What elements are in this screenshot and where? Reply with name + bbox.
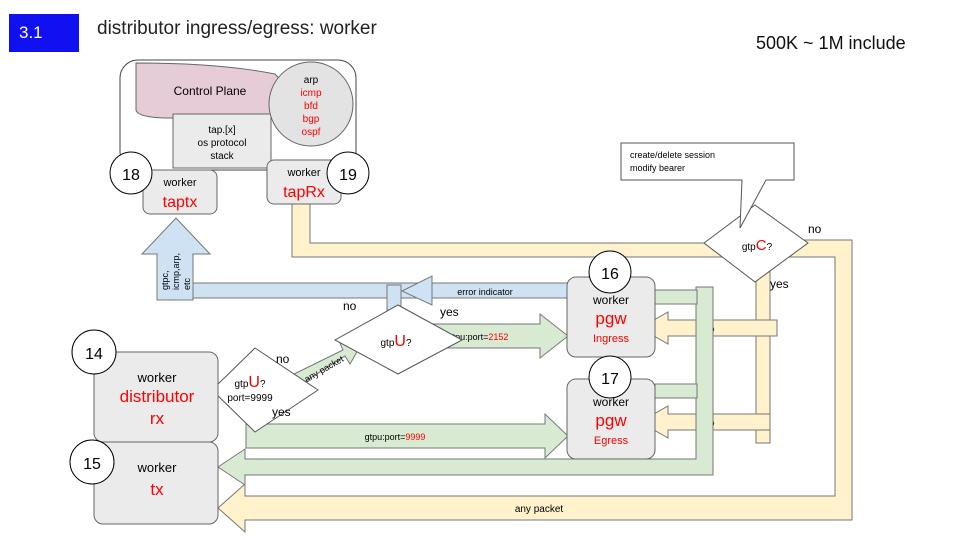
gtpu-main-decision-label: gtpU?	[234, 374, 265, 391]
node-pgw-ingress-sub: Ingress	[593, 333, 630, 345]
os-stack-line-3: stack	[210, 151, 234, 162]
node-16-number: 16	[601, 266, 619, 283]
gtpu-top-decision	[333, 304, 464, 375]
protocol-bfd: bfd	[304, 101, 318, 112]
node-pgw-egress-sub: Egress	[594, 435, 629, 447]
gtpu-top-decision-label: gtpU?	[380, 333, 411, 350]
gtpu-main-no-label: no	[276, 352, 290, 366]
gtpc-no-label: no	[808, 222, 822, 236]
node-pgw-egress-role: worker	[592, 395, 629, 409]
node-15-badge	[69, 439, 115, 485]
protocol-ospf: ospf	[302, 127, 321, 138]
capacity-note: 500K ~ 1M include	[756, 33, 906, 53]
node-19-number: 19	[339, 167, 357, 184]
callout-line-1: create/delete session	[630, 150, 715, 160]
os-stack-box	[172, 113, 272, 169]
node-tx-name: tx	[150, 480, 164, 499]
node-pgw-ingress-name: pgw	[595, 309, 627, 328]
gtpu-2152-label: gtpu:port=2152	[448, 332, 509, 342]
protocol-icmp: icmp	[300, 88, 322, 99]
node-14-badge	[71, 329, 117, 375]
node-18-number: 18	[122, 167, 140, 184]
gtpu-main-port-label: port=9999	[227, 393, 273, 404]
node-pgw-egress-name: pgw	[595, 411, 627, 430]
node-18-badge	[109, 151, 153, 195]
yellow-arrow-any-packet	[217, 239, 853, 534]
node-19-badge	[326, 151, 370, 195]
error-indicator-label: error indicator	[457, 287, 513, 297]
gtpu-9999-label: gtpu:port=9999	[365, 432, 426, 442]
green-stub-egress	[654, 383, 698, 399]
os-stack-line-2: os protocol	[198, 138, 247, 149]
node-distributor-rx-role: worker	[136, 370, 177, 385]
node-17-badge	[588, 355, 632, 399]
gtpu-top-no-label: no	[343, 299, 357, 313]
protocol-bgp: bgp	[303, 114, 320, 125]
green-arrow-pgw-output	[217, 286, 714, 486]
protocol-circle	[268, 61, 354, 147]
gtpu-top-yes-label: yes	[440, 305, 459, 319]
control-plane-label: Control Plane	[174, 84, 247, 98]
node-taprx-name: tapRx	[283, 184, 325, 201]
node-pgw-ingress-role: worker	[592, 293, 629, 307]
gtpc-yes-label: yes	[770, 277, 789, 291]
node-16-badge	[588, 250, 632, 294]
session-callout	[620, 142, 795, 229]
gtpc-decision	[703, 204, 809, 283]
node-taptx	[142, 169, 218, 215]
slide-title: distributor ingress/egress: worker	[97, 18, 377, 39]
node-distributor-rx-name-1: distributor	[120, 387, 195, 406]
node-taprx-role: worker	[286, 167, 320, 179]
blue-arrowhead-error-indicator	[400, 275, 433, 306]
protocol-arp: arp	[304, 75, 319, 86]
callout-line-2: modify bearer	[630, 163, 685, 173]
node-17-number: 17	[601, 371, 619, 388]
green-stub-ingress	[654, 289, 698, 305]
slide-number: 3.1	[9, 14, 79, 52]
up-arrow-label: gtpc,icmp,arp,etc	[160, 253, 192, 290]
node-taptx-role: worker	[162, 177, 196, 189]
gtpc-decision-label: gtpC?	[742, 237, 773, 254]
node-tx-role: worker	[136, 460, 177, 475]
any-packet-bottom-label: any packet	[515, 504, 564, 515]
node-distributor-rx-name-2: rx	[150, 409, 165, 428]
node-14-number: 14	[85, 346, 103, 363]
gtpu-main-decision	[211, 347, 319, 433]
gtpu-main-yes-label: yes	[272, 405, 291, 419]
node-taptx-name: taptx	[163, 194, 198, 211]
os-stack-line-1: tap.[x]	[208, 125, 235, 136]
node-15-number: 15	[83, 456, 101, 473]
